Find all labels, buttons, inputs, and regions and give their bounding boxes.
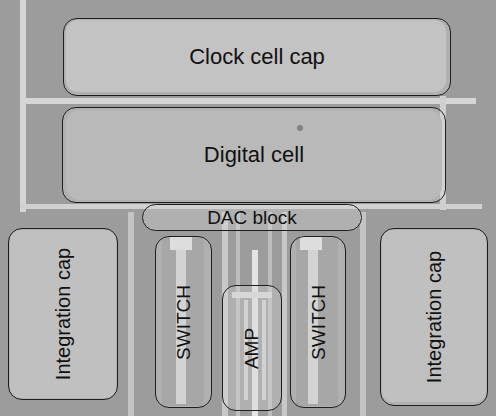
layout-block: Clock cell cap	[63, 18, 451, 96]
layout-block: DAC block	[142, 204, 362, 231]
metal-bar	[20, 98, 476, 104]
block-label: AMP	[243, 327, 262, 368]
layout-block: AMP	[222, 285, 282, 411]
block-label: Digital cell	[204, 144, 304, 166]
block-label: SWITCH	[309, 285, 328, 360]
layout-block: Integration cap	[8, 228, 118, 400]
block-label: DAC block	[207, 208, 297, 227]
metal-trace	[282, 212, 287, 416]
layout-block: SWITCH	[155, 236, 212, 408]
metal-bar	[360, 212, 366, 416]
metal-bar	[128, 212, 134, 416]
layout-block: Integration cap	[380, 228, 488, 406]
block-label: Clock cell cap	[189, 46, 325, 68]
block-label: Integration cap	[53, 248, 73, 380]
block-label: Integration cap	[424, 251, 444, 383]
layout-block: SWITCH	[290, 236, 346, 408]
layout-block: Digital cell	[62, 107, 446, 203]
metal-bar	[20, 0, 26, 212]
block-label: SWITCH	[174, 285, 193, 360]
